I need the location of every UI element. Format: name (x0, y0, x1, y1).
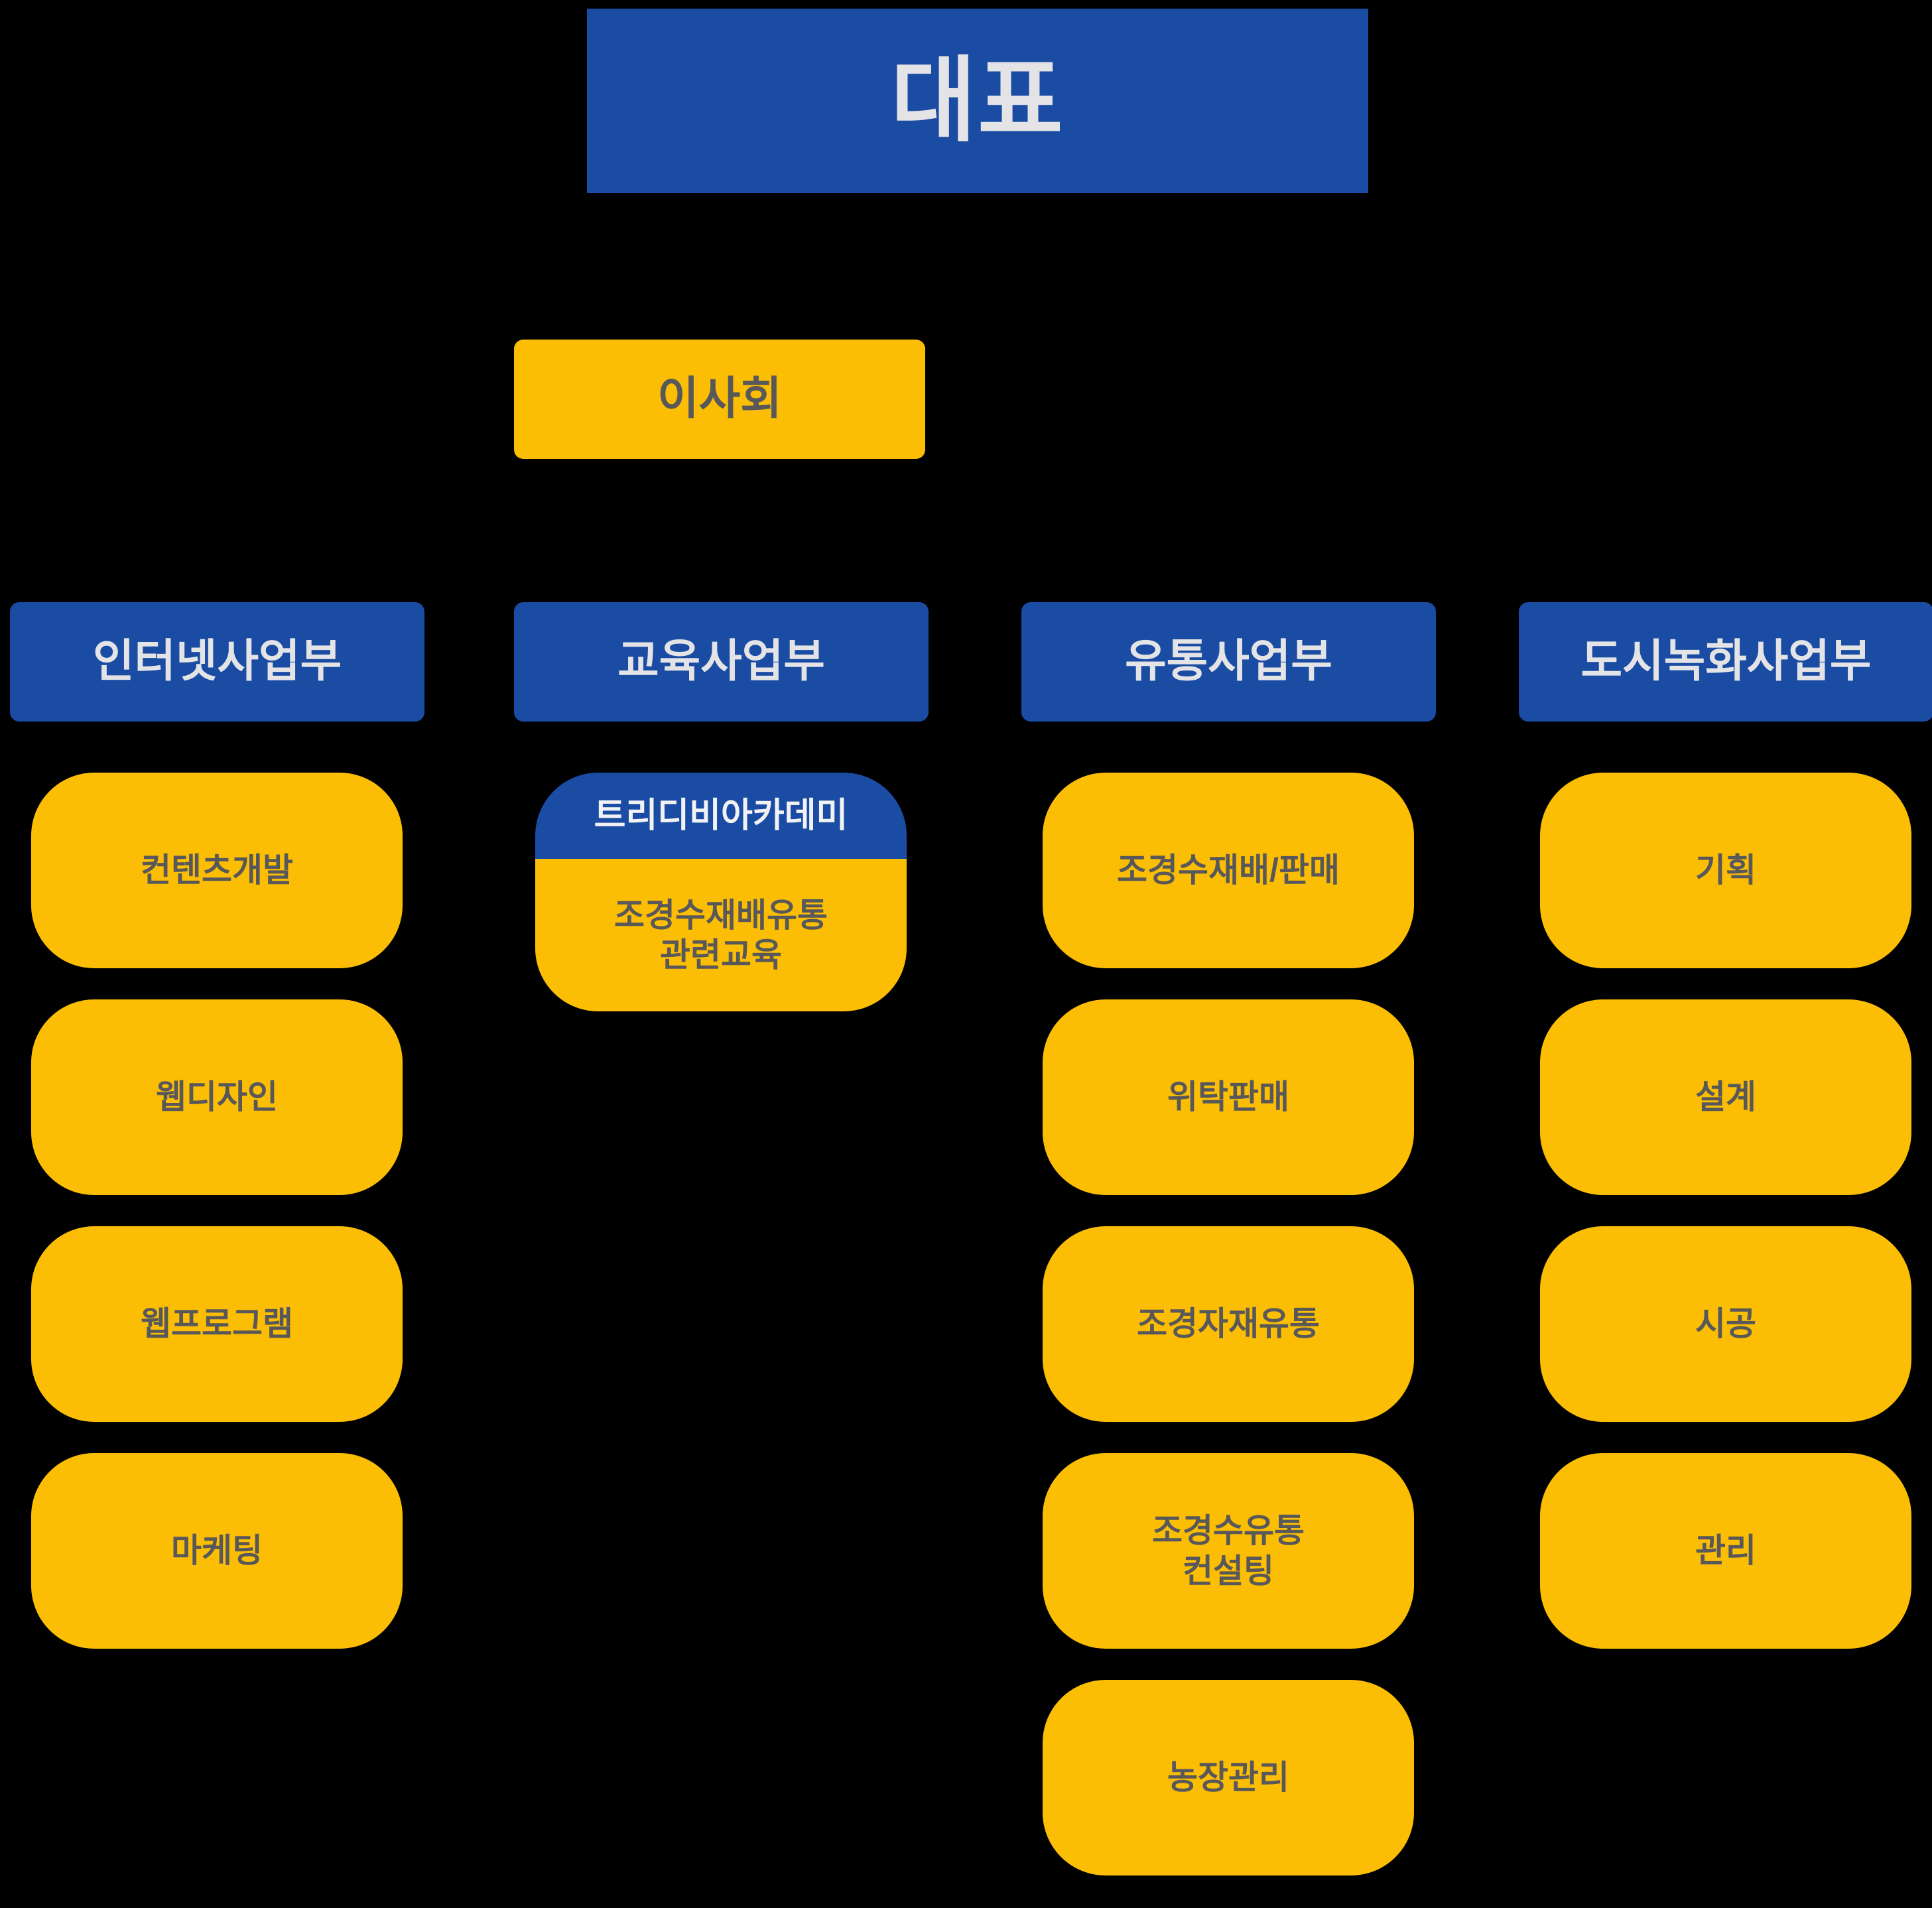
division-header-label: 유통사업부 (1125, 636, 1332, 687)
unit-card-split-academy[interactable]: 트리디비아카데미 조경수재배유통 관련교육 (535, 773, 907, 1011)
unit-split-bottom-label: 조경수재배유통 관련교육 (614, 897, 828, 974)
unit-label: 시공 (1695, 1305, 1756, 1342)
unit-card[interactable]: 기획 (1540, 773, 1911, 968)
division-header-distribution[interactable]: 유통사업부 (1021, 602, 1436, 722)
unit-card[interactable]: 조경수유통 컨설팅 (1043, 1453, 1414, 1649)
division-column-education: 교육사업부 트리디비아카데미 조경수재배유통 관련교육 (514, 602, 929, 1043)
unit-label: 설계 (1695, 1078, 1756, 1115)
unit-card[interactable]: 시공 (1540, 1226, 1911, 1422)
division-header-urban-greening[interactable]: 도시녹화사업부 (1519, 602, 1932, 722)
unit-split-top-label: 트리디비아카데미 (594, 796, 848, 835)
unit-card[interactable]: 컨텐츠개발 (31, 773, 403, 968)
unit-label: 웹프로그램 (141, 1305, 293, 1342)
division-column-urban-greening: 도시녹화사업부 기획 설계 시공 관리 (1519, 602, 1932, 1680)
unit-card[interactable]: 웹프로그램 (31, 1226, 403, 1422)
unit-label: 마케팅 (171, 1532, 263, 1569)
unit-label: 관리 (1695, 1532, 1756, 1569)
board-of-directors-label: 이사회 (657, 373, 782, 424)
unit-label: 조경수재배/판매 (1117, 852, 1340, 889)
unit-card[interactable]: 위탁판매 (1043, 999, 1414, 1195)
division-column-internet: 인터넷사업부 컨텐츠개발 웹디자인 웹프로그램 마케팅 (10, 602, 424, 1680)
unit-label: 조경수유통 컨설팅 (1152, 1511, 1305, 1590)
ceo-label: 대표 (891, 48, 1064, 153)
board-of-directors-node[interactable]: 이사회 (514, 340, 925, 459)
division-header-label: 도시녹화사업부 (1580, 636, 1872, 687)
unit-label: 위탁판매 (1167, 1078, 1289, 1115)
division-header-label: 교육사업부 (617, 636, 825, 687)
unit-label: 웹디자인 (156, 1078, 278, 1115)
unit-card[interactable]: 조경수재배/판매 (1043, 773, 1414, 968)
division-header-label: 인터넷사업부 (92, 636, 342, 687)
division-header-education[interactable]: 교육사업부 (514, 602, 929, 722)
unit-label: 기획 (1695, 852, 1756, 889)
unit-card-split-bottom: 조경수재배유통 관련교육 (535, 859, 907, 1011)
unit-card[interactable]: 농장관리 (1043, 1680, 1414, 1876)
unit-card[interactable]: 관리 (1540, 1453, 1911, 1649)
unit-label: 농장관리 (1167, 1759, 1289, 1796)
division-column-distribution: 유통사업부 조경수재배/판매 위탁판매 조경자재유통 조경수유통 컨설팅 농장관… (1021, 602, 1436, 1907)
ceo-node[interactable]: 대표 (587, 9, 1368, 193)
division-header-internet[interactable]: 인터넷사업부 (10, 602, 424, 722)
unit-card[interactable]: 조경자재유통 (1043, 1226, 1414, 1422)
unit-label: 조경자재유통 (1137, 1305, 1320, 1342)
unit-card[interactable]: 마케팅 (31, 1453, 403, 1649)
unit-card[interactable]: 설계 (1540, 999, 1911, 1195)
unit-card[interactable]: 웹디자인 (31, 999, 403, 1195)
unit-card-split-top: 트리디비아카데미 (535, 773, 907, 859)
unit-label: 컨텐츠개발 (141, 852, 293, 889)
